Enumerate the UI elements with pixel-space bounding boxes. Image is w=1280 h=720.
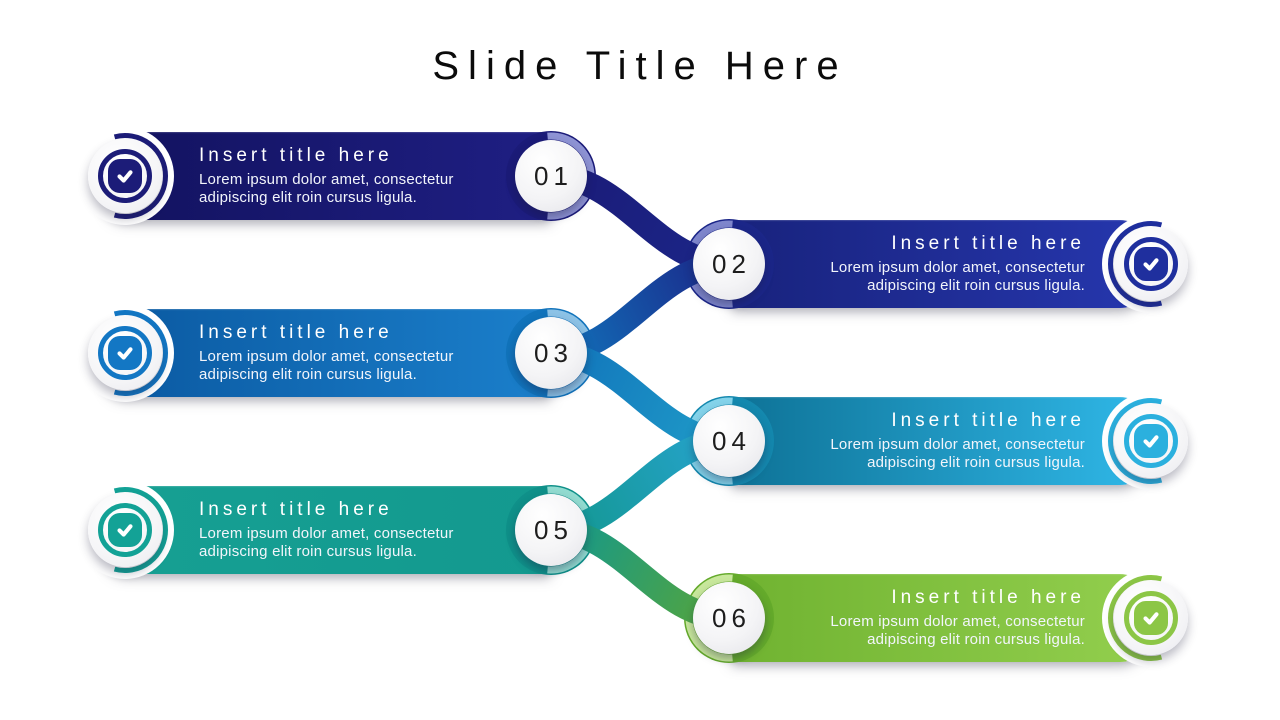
check-ring [1124, 237, 1178, 291]
step-circle-06: 06 [693, 582, 765, 654]
step-number: 04 [712, 425, 751, 456]
item-body-line1: Lorem ipsum dolor amet, consectetur [830, 435, 1085, 453]
item-title: Insert title here [199, 498, 393, 520]
check-ring [98, 149, 152, 203]
item-title: Insert title here [199, 144, 393, 166]
item-body-line1: Lorem ipsum dolor amet, consectetur [830, 258, 1085, 276]
step-circle-03: 03 [515, 317, 587, 389]
check-badge-06 [1114, 581, 1188, 655]
check-ring [1124, 591, 1178, 645]
step-circle-02: 02 [693, 228, 765, 300]
item-body-line1: Lorem ipsum dolor amet, consectetur [199, 347, 454, 365]
item-body-line2: adipiscing elit roin cursus ligula. [199, 543, 417, 560]
check-badge-02 [1114, 227, 1188, 301]
item-body-line1: Lorem ipsum dolor amet, consectetur [199, 524, 454, 542]
item-title: Insert title here [199, 321, 393, 343]
item-body-line1: Lorem ipsum dolor amet, consectetur [199, 170, 454, 188]
check-badge-03 [88, 316, 162, 390]
item-body-line1: Lorem ipsum dolor amet, consectetur [830, 612, 1085, 630]
item-body-line2: adipiscing elit roin cursus ligula. [867, 277, 1085, 294]
item-bar-04: Insert title here Lorem ipsum dolor amet… [726, 397, 1150, 485]
item-body-line2: adipiscing elit roin cursus ligula. [199, 366, 417, 383]
check-ring [1124, 414, 1178, 468]
item-bar-05: Insert title here Lorem ipsum dolor amet… [100, 486, 556, 574]
item-body-line2: adipiscing elit roin cursus ligula. [867, 454, 1085, 471]
check-icon [108, 159, 142, 193]
step-number: 03 [534, 337, 573, 368]
item-title: Insert title here [891, 586, 1085, 608]
check-badge-05 [88, 493, 162, 567]
item-title: Insert title here [891, 409, 1085, 431]
check-icon [108, 336, 142, 370]
step-circle-01: 01 [515, 140, 587, 212]
check-badge-01 [88, 139, 162, 213]
item-bar-06: Insert title here Lorem ipsum dolor amet… [726, 574, 1150, 662]
slide-title: Slide Title Here [432, 44, 848, 88]
step-number: 01 [534, 160, 573, 191]
check-icon [108, 513, 142, 547]
item-body-line2: adipiscing elit roin cursus ligula. [867, 631, 1085, 648]
item-bar-01: Insert title here Lorem ipsum dolor amet… [100, 132, 556, 220]
item-body-line2: adipiscing elit roin cursus ligula. [199, 189, 417, 206]
check-badge-04 [1114, 404, 1188, 478]
step-circle-04: 04 [693, 405, 765, 477]
check-icon [1134, 247, 1168, 281]
step-circle-05: 05 [515, 494, 587, 566]
check-icon [1134, 424, 1168, 458]
check-icon [1134, 601, 1168, 635]
step-number: 06 [712, 602, 751, 633]
check-ring [98, 326, 152, 380]
item-bar-02: Insert title here Lorem ipsum dolor amet… [726, 220, 1150, 308]
item-title: Insert title here [891, 232, 1085, 254]
step-number: 05 [534, 514, 573, 545]
step-number: 02 [712, 248, 751, 279]
check-ring [98, 503, 152, 557]
item-bar-03: Insert title here Lorem ipsum dolor amet… [100, 309, 556, 397]
